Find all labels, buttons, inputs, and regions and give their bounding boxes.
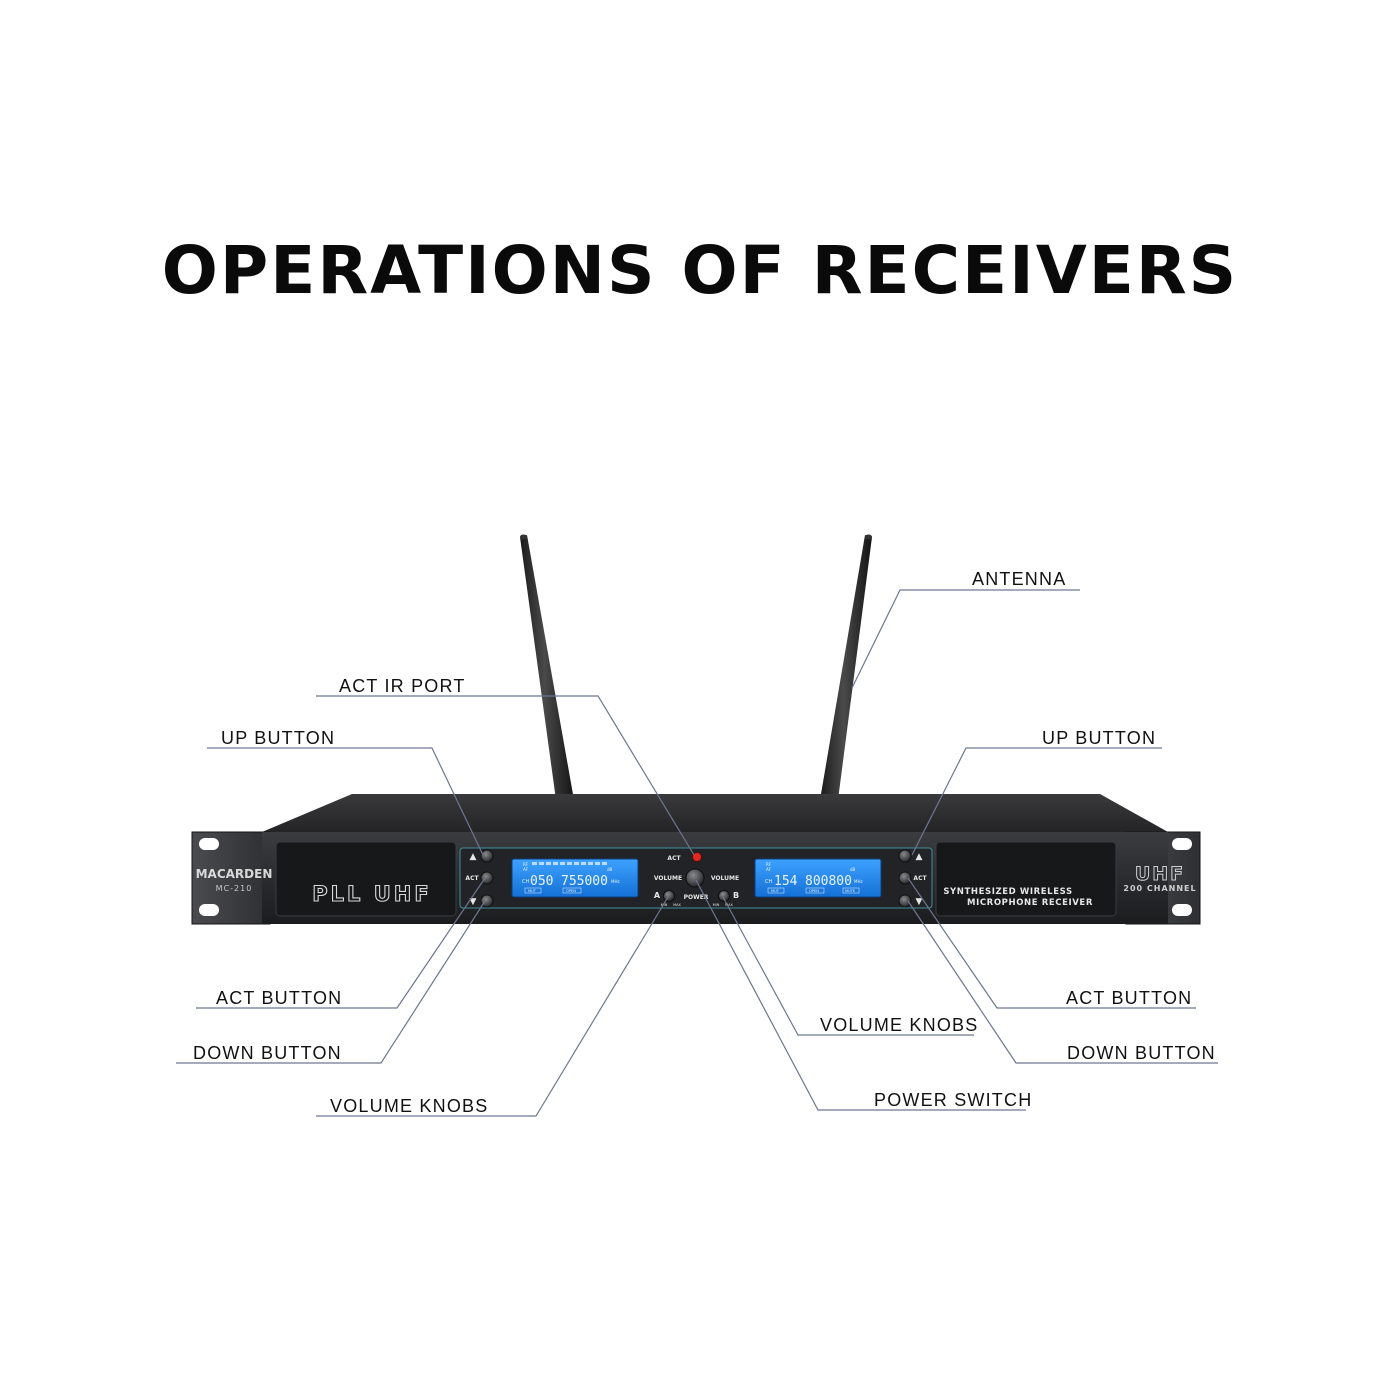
channel-a-label: A xyxy=(654,891,661,900)
leader-act-ir-port xyxy=(316,695,695,856)
leader-volume-knobs-right xyxy=(722,896,974,1036)
lcd-a-mut-tag: MUT xyxy=(528,889,537,893)
lcd-b-mut-tag: MUT xyxy=(771,889,780,893)
callout-down-button-left: DOWN BUTTON xyxy=(193,1043,342,1063)
lcd-a-open-tag: OPEN xyxy=(566,889,576,893)
callout-act-ir-port: ACT IR PORT xyxy=(339,676,466,696)
channel-b-label: B xyxy=(733,891,739,900)
lcd-b-rf-label: RF xyxy=(766,862,772,867)
callout-volume-knobs-left: VOLUME KNOBS xyxy=(330,1096,489,1116)
power-label: POWER xyxy=(684,894,709,901)
antenna-right xyxy=(820,534,872,800)
volume-label-left: VOLUME xyxy=(654,875,682,882)
leader-volume-knobs-left xyxy=(316,896,669,1117)
uhf-badge: UHF xyxy=(1135,863,1185,885)
volume-label-right: VOLUME xyxy=(711,875,739,882)
lcd-b-frequency: 800800 xyxy=(805,874,852,889)
lcd-b-open-tag: OPEN xyxy=(809,889,819,893)
up-button-left[interactable] xyxy=(480,849,494,863)
lcd-a-db-label: dB xyxy=(607,867,613,872)
power-switch[interactable] xyxy=(685,868,705,888)
up-arrow-label-left: ▲ xyxy=(470,852,477,862)
leader-down-button-right xyxy=(907,900,1218,1064)
act-button-right[interactable] xyxy=(898,871,912,885)
callout-volume-knobs-right: VOLUME KNOBS xyxy=(820,1015,979,1035)
channel-count-label: 200 CHANNEL xyxy=(1123,884,1196,893)
act-label-left: ACT xyxy=(465,875,479,882)
antenna-left xyxy=(520,534,574,800)
leader-act-button-left xyxy=(196,877,486,1009)
leader-antenna xyxy=(851,589,1080,689)
up-button-right[interactable] xyxy=(898,849,912,863)
up-arrow-label-right: ▲ xyxy=(916,852,923,862)
lcd-b-unit: MHz xyxy=(854,879,863,884)
lcd-b-mute-tag: MUTE xyxy=(845,889,856,893)
callout-up-button-left: UP BUTTON xyxy=(221,728,336,748)
lcd-b-channel: 154 xyxy=(774,874,798,889)
act-label-right: ACT xyxy=(913,875,927,882)
lcd-a-channel: 050 xyxy=(530,874,553,889)
lcd-b-ch-label: CH xyxy=(765,879,772,885)
down-arrow-label-right: ▼ xyxy=(916,897,923,907)
lcd-display-b: RF AF dB CH 154 800800 MHz MUT OPEN MUTE xyxy=(754,858,882,898)
volume-knob-a[interactable] xyxy=(663,890,675,902)
front-window-left xyxy=(275,841,457,917)
brand-logo: MACARDEN xyxy=(196,867,273,881)
callout-down-button-right: DOWN BUTTON xyxy=(1067,1043,1216,1063)
act-ir-label: ACT xyxy=(667,855,681,862)
lcd-a-af-label: AF xyxy=(523,867,529,872)
leader-lines xyxy=(176,589,1218,1117)
description-line-2: MICROPHONE RECEIVER xyxy=(967,898,1093,908)
volume-a-max-label: MAX xyxy=(673,903,681,907)
down-button-right[interactable] xyxy=(898,894,912,908)
lcd-a-unit: MHz xyxy=(611,879,620,884)
act-button-left[interactable] xyxy=(480,871,494,885)
act-ir-port-led xyxy=(692,852,702,862)
lcd-b-af-label: AF xyxy=(766,867,772,872)
leader-down-button-left xyxy=(176,900,486,1064)
lcd-b-db-label: dB xyxy=(850,867,856,872)
volume-knob-b[interactable] xyxy=(718,890,730,902)
description-line-1: SYNTHESIZED WIRELESS xyxy=(943,887,1072,897)
pll-uhf-badge: PLL UHF xyxy=(312,882,431,906)
leader-up-button-left xyxy=(207,747,484,856)
lcd-a-frequency: 755000 xyxy=(561,874,608,889)
lcd-a-signal-bars xyxy=(532,862,607,865)
lcd-display-a: RF AF dB CH 050 755000 MHz MUT OPEN xyxy=(511,858,639,898)
lcd-a-rf-label: RF xyxy=(523,862,529,867)
leader-up-button-right xyxy=(911,747,1162,856)
volume-b-max-label: MAX xyxy=(725,903,733,907)
page-title: OPERATIONS OF RECEIVERS xyxy=(161,232,1239,309)
lcd-a-ch-label: CH xyxy=(522,879,529,885)
callout-act-button-right: ACT BUTTON xyxy=(1066,988,1193,1008)
callout-act-button-left: ACT BUTTON xyxy=(216,988,343,1008)
model-label: MC-210 xyxy=(216,884,253,893)
volume-a-min-label: MIN xyxy=(661,903,668,907)
callout-power-switch: POWER SWITCH xyxy=(874,1090,1033,1110)
callout-antenna: ANTENNA xyxy=(972,569,1067,589)
volume-b-min-label: MIN xyxy=(713,903,720,907)
leader-power-switch xyxy=(695,879,1026,1111)
front-window-right xyxy=(935,841,1117,917)
chassis-top xyxy=(262,794,1168,832)
leader-act-button-right xyxy=(907,877,1196,1009)
down-button-left[interactable] xyxy=(480,894,494,908)
rack-ear-left xyxy=(191,831,271,925)
down-arrow-label-left: ▼ xyxy=(470,897,477,907)
callout-up-button-right: UP BUTTON xyxy=(1042,728,1157,748)
